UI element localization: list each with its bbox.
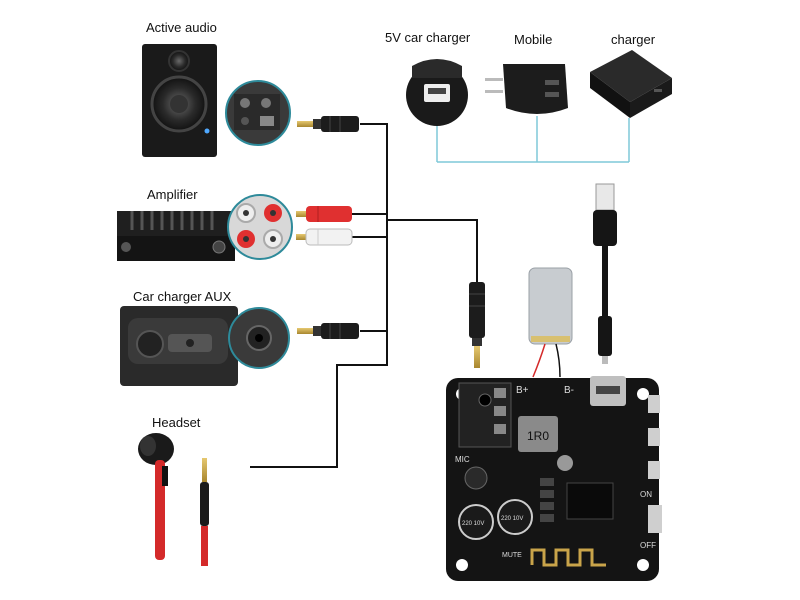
battery-icon (528, 267, 573, 378)
power-lines (436, 116, 630, 163)
label-car-charger-aux: Car charger AUX (133, 289, 232, 304)
speaker-icon (142, 44, 217, 157)
rca-jacks-icon (227, 194, 293, 260)
earphone-icon (138, 433, 174, 560)
label-5v-car-charger: 5V car charger (385, 30, 471, 45)
car-aux-icon (120, 306, 238, 386)
rca-plug-red-icon (296, 206, 352, 222)
power-bank-icon (590, 50, 672, 118)
wall-charger-icon (485, 64, 568, 114)
board-off-label: OFF (640, 541, 656, 550)
board-cap-left-label: 220 10V (462, 521, 484, 527)
board-on-label: ON (640, 490, 652, 499)
label-headset: Headset (152, 415, 201, 430)
label-amplifier: Amplifier (147, 187, 198, 202)
board-mic-label: MIC (455, 455, 470, 464)
board-mute-label: MUTE (502, 552, 522, 559)
label-active-audio: Active audio (146, 20, 217, 35)
aux-port-zoom-icon (228, 307, 290, 369)
bluetooth-board-icon: B+ B- 1R0 MIC ON OFF MUTE 220 10V 220 10… (446, 376, 662, 581)
headset-plug-icon (200, 458, 209, 566)
label-charger: charger (611, 32, 656, 47)
label-mobile: Mobile (514, 32, 553, 47)
jack-plug-icon (297, 323, 359, 339)
board-cap-right-label: 220 10V (501, 516, 523, 522)
board-pin-plus: B+ (516, 385, 529, 396)
rca-plug-white-icon (296, 228, 353, 246)
board-pin-minus: B- (564, 385, 574, 396)
amplifier-icon (117, 211, 235, 261)
audio-wiring (250, 123, 478, 468)
board-jack-plug-icon (469, 282, 485, 368)
car-charger-icon (406, 59, 468, 126)
usb-cable-icon (593, 183, 617, 364)
speaker-rear-panel-icon (225, 80, 291, 146)
jack-plug-icon (297, 116, 359, 132)
board-inductor-label: 1R0 (527, 429, 549, 443)
